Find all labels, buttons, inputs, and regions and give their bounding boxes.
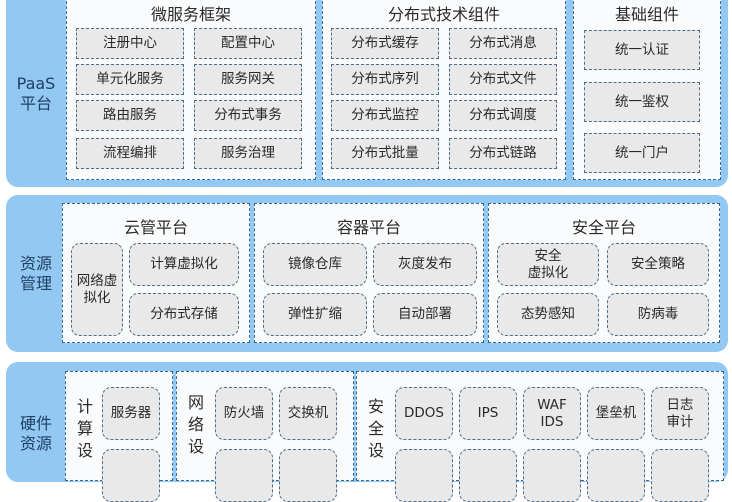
- vlabel-char: 设: [367, 441, 384, 460]
- vlabel-char: 算: [76, 419, 93, 438]
- paas-layer-label: PaaS 平台: [6, 0, 66, 187]
- item-unitized-service: 单元化服务: [76, 64, 184, 95]
- item-process-orchestration: 流程编排: [76, 138, 184, 169]
- log-line2: 审计: [666, 413, 694, 430]
- resource-management-layer: 资源 管理 云管平台 网络虚 拟化 计算虚拟化 分布式存储 容器平台 镜像仓库 …: [6, 195, 728, 352]
- item-waf-ids: WAF IDS: [523, 387, 581, 440]
- resource-label-line1: 资源: [19, 253, 52, 273]
- paas-label-line2: 平台: [19, 93, 52, 113]
- vlabel-char: 全: [367, 419, 384, 438]
- item-switch: 交换机: [279, 387, 337, 440]
- item-firewall: 防火墙: [215, 387, 273, 440]
- item-routing-service: 路由服务: [76, 100, 184, 131]
- panel-container-platform: 容器平台 镜像仓库 灰度发布 弹性扩缩 自动部署: [254, 203, 484, 343]
- item-elastic-scaling: 弹性扩缩: [263, 293, 367, 336]
- item-config-center: 配置中心: [194, 28, 302, 59]
- item-unified-authentication: 统一认证: [584, 30, 700, 70]
- resource-label-line2: 管理: [19, 273, 52, 293]
- item-ddos: DDOS: [395, 387, 453, 440]
- item-image-registry: 镜像仓库: [263, 243, 367, 286]
- panel-title: 分布式技术组件: [387, 5, 500, 24]
- item-distributed-sequence: 分布式序列: [331, 64, 439, 95]
- panel-security-devices: 安 全 设 DDOS IPS WAF IDS 堡垒机 日志 审计: [356, 371, 724, 502]
- paas-label-line1: PaaS: [16, 73, 56, 93]
- item-distributed-monitor: 分布式监控: [331, 100, 439, 131]
- item-distributed-storage: 分布式存储: [129, 293, 239, 336]
- resource-layer-label: 资源 管理: [6, 195, 66, 352]
- panel-microservice-framework: 微服务框架 注册中心 配置中心 单元化服务 服务网关 路由服务 分布式事务 流程…: [66, 0, 316, 180]
- vlabel-char: 设: [187, 437, 204, 456]
- panel-title: 安全平台: [571, 218, 636, 237]
- sec-virt-line1: 安全: [534, 247, 562, 264]
- item-log-audit: 日志 审计: [651, 387, 709, 440]
- item-auto-deploy: 自动部署: [373, 293, 477, 336]
- security-vlabel: 安 全 设: [365, 396, 387, 462]
- panel-title: 微服务框架: [150, 5, 231, 24]
- item-distributed-batch: 分布式批量: [331, 138, 439, 169]
- network-vlabel: 网 络 设: [185, 392, 207, 458]
- net-virt-line2: 拟化: [83, 289, 111, 306]
- waf-line2: IDS: [540, 413, 564, 430]
- vlabel-char: 设: [76, 441, 93, 460]
- item-network-virtualization: 网络虚 拟化: [71, 243, 123, 336]
- panel-distributed-components: 分布式技术组件 分布式缓存 分布式消息 分布式序列 分布式文件 分布式监控 分布…: [322, 0, 566, 180]
- item-ips: IPS: [459, 387, 517, 440]
- item-bastion-host: 堡垒机: [587, 387, 645, 440]
- vlabel-char: 计: [76, 397, 93, 416]
- hardware-label-line2: 资源: [19, 434, 52, 453]
- paas-layer: PaaS 平台 微服务框架 注册中心 配置中心 单元化服务 服务网关 路由服务 …: [6, 0, 728, 187]
- compute-vlabel: 计 算 设: [74, 396, 96, 462]
- item-security-policy: 安全策略: [607, 243, 709, 286]
- item-unified-portal: 统一门户: [584, 133, 700, 173]
- panel-title: 基础组件: [614, 5, 679, 24]
- vlabel-char: 安: [367, 397, 384, 416]
- hardware-layer-label: 硬件 资源: [6, 414, 66, 464]
- item-distributed-scheduling: 分布式调度: [449, 100, 557, 131]
- item-situational-awareness: 态势感知: [497, 293, 599, 336]
- panel-basic-components: 基础组件 统一认证 统一鉴权 统一门户: [573, 0, 721, 180]
- item-distributed-file: 分布式文件: [449, 64, 557, 95]
- waf-line1: WAF: [537, 396, 567, 413]
- hardware-label-line1: 硬件: [19, 414, 52, 433]
- panel-cloud-management: 云管平台 网络虚 拟化 计算虚拟化 分布式存储: [62, 203, 250, 343]
- sec-virt-line2: 虚拟化: [527, 264, 569, 281]
- item-server: 服务器: [102, 387, 160, 440]
- vlabel-char: 络: [187, 415, 204, 434]
- item-distributed-cache: 分布式缓存: [331, 28, 439, 59]
- item-canary-release: 灰度发布: [373, 243, 477, 286]
- panel-title: 云管平台: [123, 218, 188, 237]
- item-antivirus: 防病毒: [607, 293, 709, 336]
- item-compute-virtualization: 计算虚拟化: [129, 243, 239, 286]
- item-registry-center: 注册中心: [76, 28, 184, 59]
- item-unified-authorization: 统一鉴权: [584, 82, 700, 122]
- log-line1: 日志: [666, 396, 694, 413]
- item-security-virtualization: 安全 虚拟化: [497, 243, 599, 286]
- panel-security-platform: 安全平台 安全 虚拟化 安全策略 态势感知 防病毒: [488, 203, 720, 343]
- item-service-governance: 服务治理: [194, 138, 302, 169]
- item-distributed-message: 分布式消息: [449, 28, 557, 59]
- item-distributed-tracing: 分布式链路: [449, 138, 557, 169]
- panel-compute-devices: 计 算 设 服务器: [65, 371, 173, 502]
- panel-title: 容器平台: [336, 218, 401, 237]
- hardware-resource-layer: 硬件 资源 计 算 设 服务器 网 络 设 防火墙 交换机 安 全 设 DDOS…: [6, 362, 728, 502]
- item-distributed-transaction: 分布式事务: [194, 100, 302, 131]
- panel-network-devices: 网 络 设 防火墙 交换机: [176, 371, 354, 502]
- item-service-gateway: 服务网关: [194, 64, 302, 95]
- vlabel-char: 网: [187, 393, 204, 412]
- net-virt-line1: 网络虚: [76, 272, 118, 289]
